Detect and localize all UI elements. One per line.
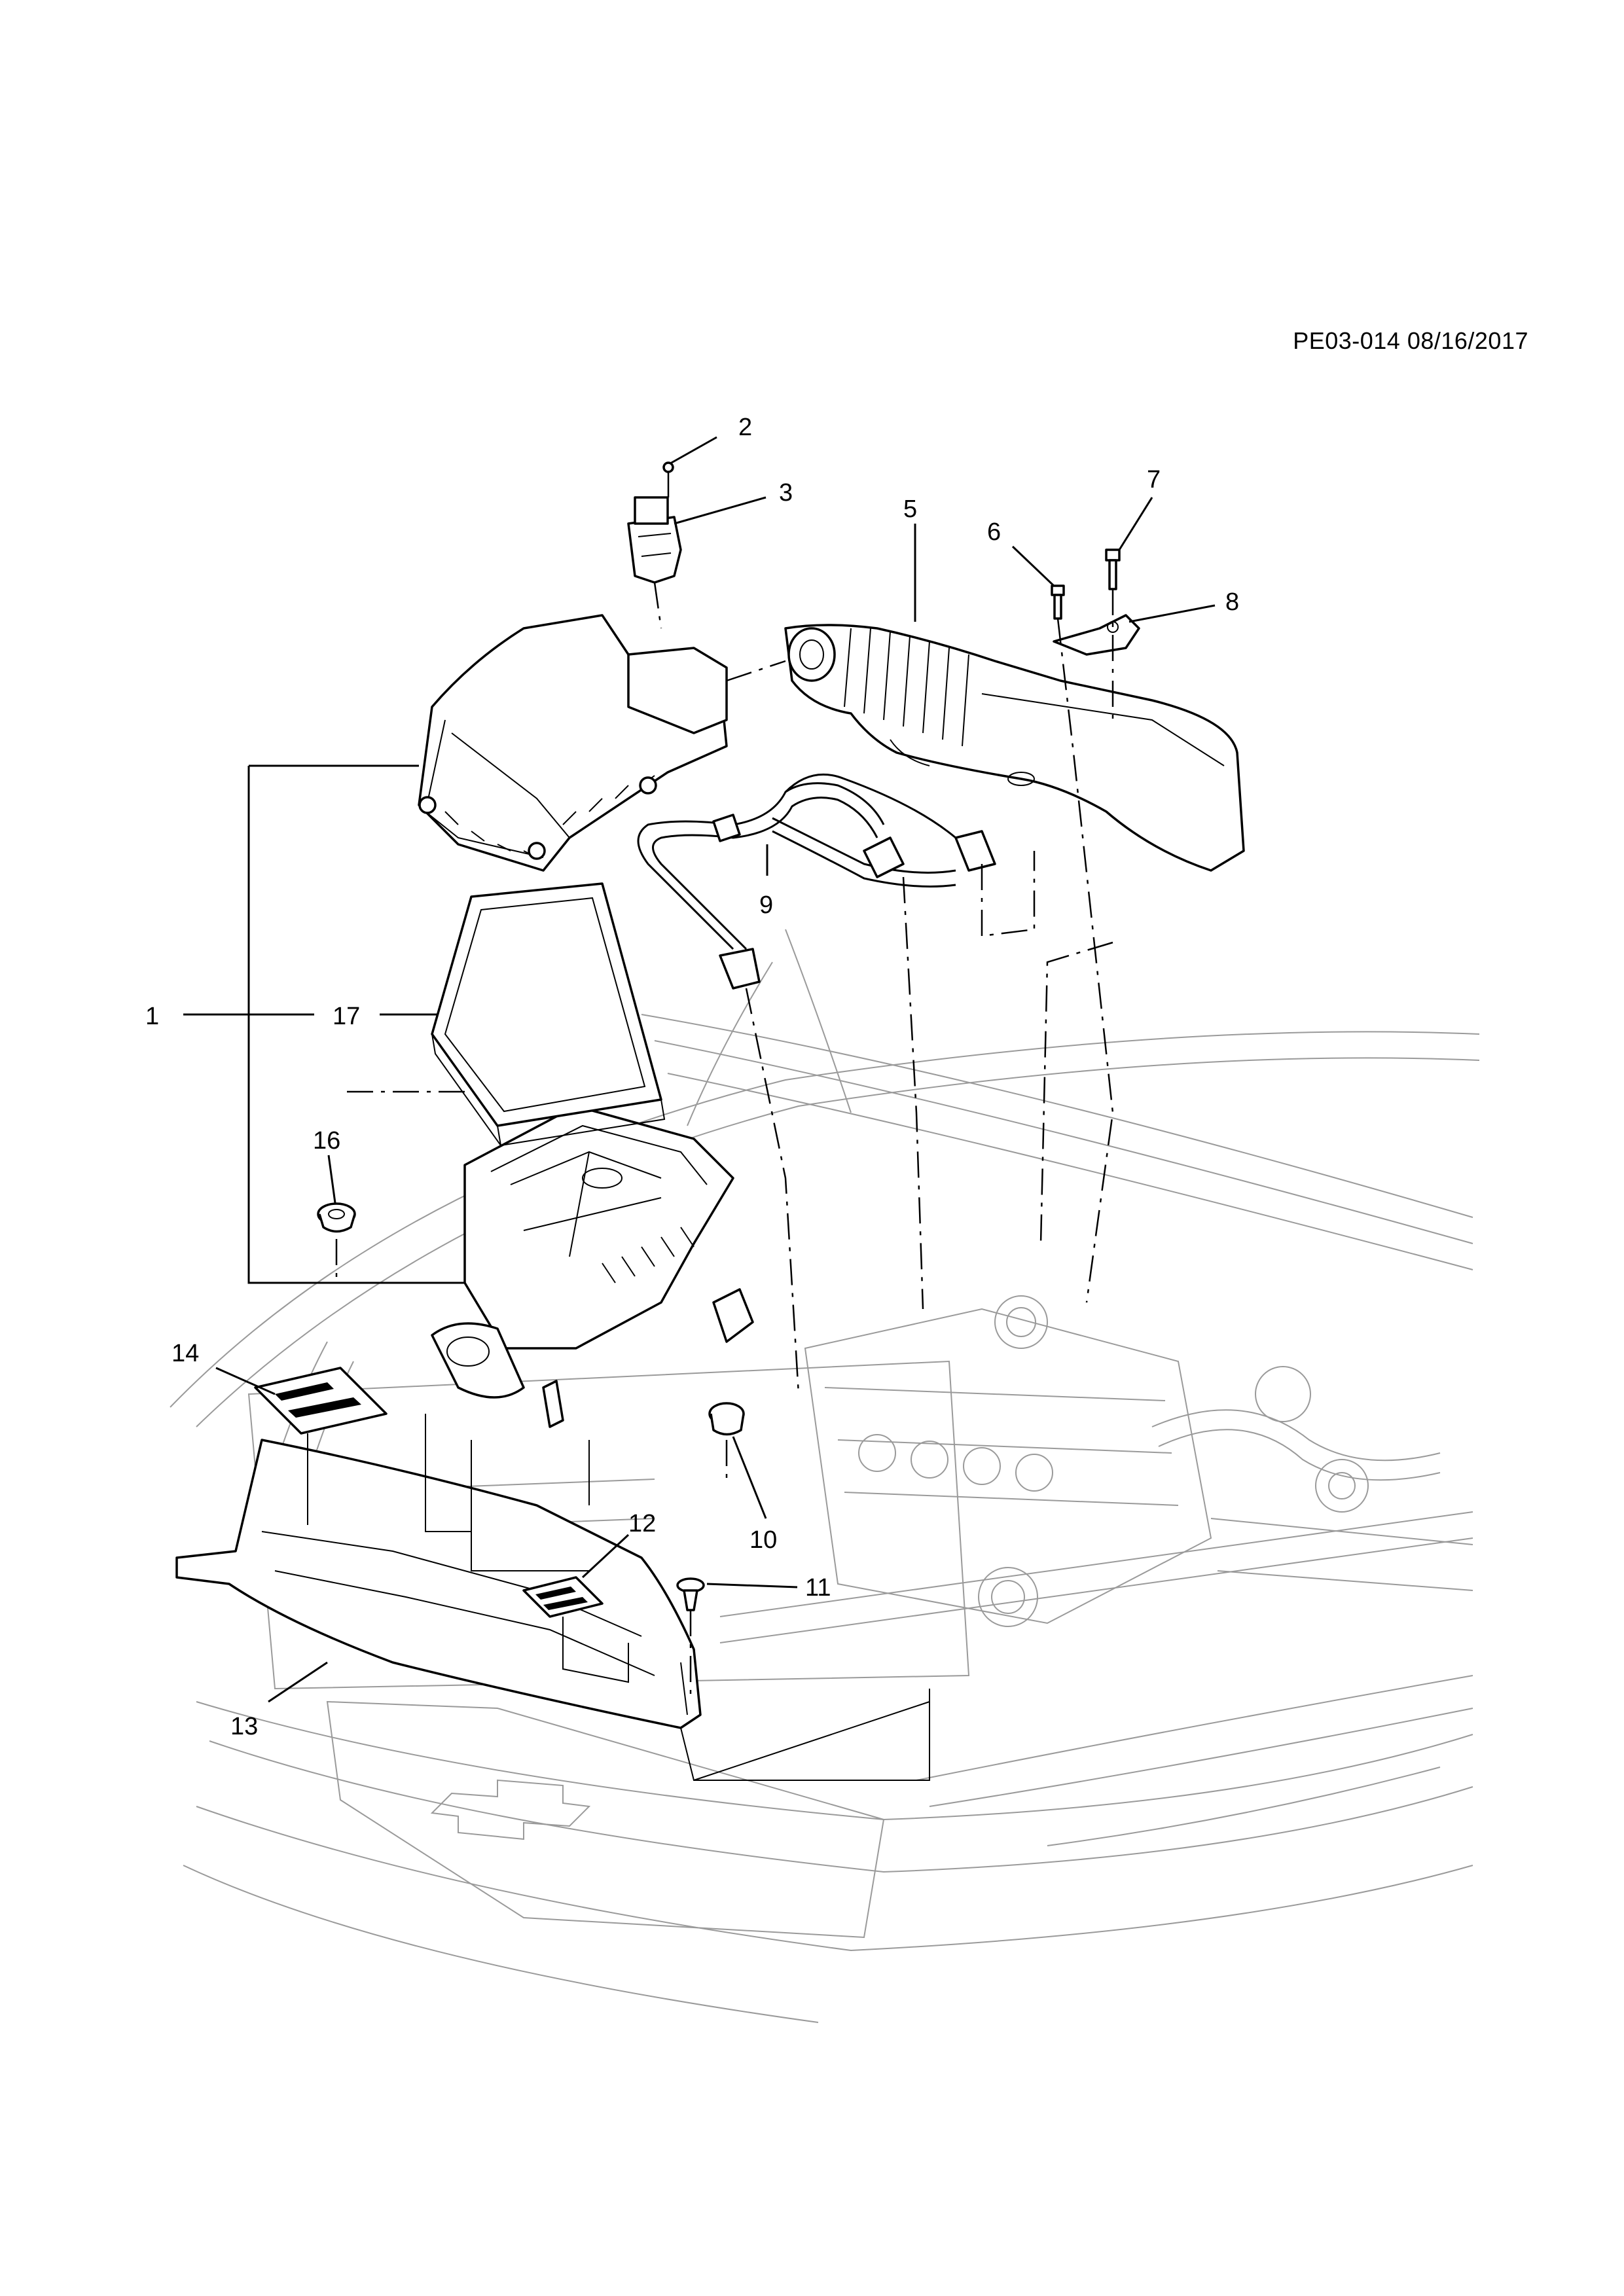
callout-2: 2 xyxy=(738,414,752,441)
callout-labels: 1 2 3 5 6 7 8 9 10 11 12 13 14 16 17 xyxy=(145,414,1239,1740)
callout-16: 16 xyxy=(313,1127,340,1155)
diagram-reference-code: PE03-014 08/16/2017 xyxy=(1293,327,1528,354)
part-9-vent-hose xyxy=(637,773,996,990)
part-17-air-filter-element xyxy=(431,882,666,1147)
callout-12: 12 xyxy=(628,1510,656,1537)
callout-17: 17 xyxy=(333,1003,360,1030)
callout-14: 14 xyxy=(171,1340,199,1367)
callout-11: 11 xyxy=(805,1574,831,1602)
engine-bay-background xyxy=(170,929,1480,2023)
leader-lines xyxy=(183,436,1216,1703)
part-3-mass-airflow-sensor xyxy=(627,496,682,584)
part-12-label xyxy=(522,1576,604,1618)
callout-5: 5 xyxy=(903,495,917,523)
callout-13: 13 xyxy=(230,1713,258,1740)
part-6-bolt xyxy=(1051,584,1065,620)
callout-6: 6 xyxy=(987,518,1001,546)
callout-7: 7 xyxy=(1147,466,1161,493)
callout-3: 3 xyxy=(779,479,793,507)
air-cleaner-lower-housing xyxy=(431,1105,754,1428)
callout-8: 8 xyxy=(1225,588,1239,616)
part-16-grommet xyxy=(317,1202,356,1233)
part-2-screw xyxy=(662,461,674,473)
part-5-air-cleaner-outlet-duct xyxy=(784,624,1245,872)
part-7-bolt xyxy=(1105,548,1121,590)
callout-1: 1 xyxy=(145,1003,159,1030)
part-10-grommet xyxy=(708,1402,745,1436)
part-13-air-inlet-duct xyxy=(175,1439,702,1729)
air-cleaner-upper-cover xyxy=(418,614,728,872)
callout-9: 9 xyxy=(759,891,773,919)
callout-10: 10 xyxy=(749,1526,777,1554)
part-8-bracket xyxy=(1053,614,1140,656)
part-11-push-pin xyxy=(676,1577,705,1611)
assembly-centerlines xyxy=(307,471,1114,1781)
part-14-label xyxy=(254,1367,388,1435)
